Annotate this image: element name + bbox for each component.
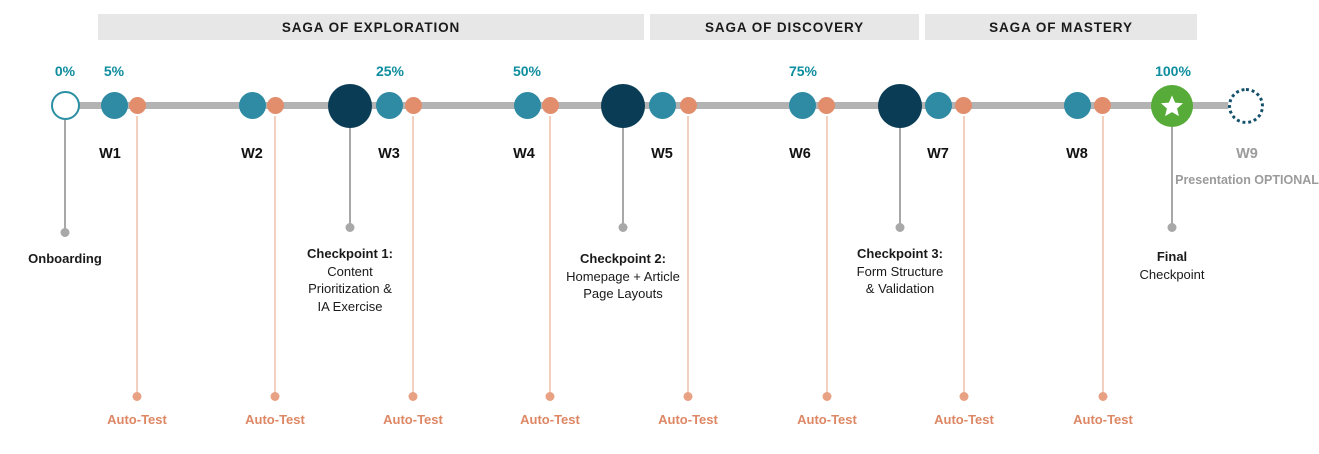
auto-test-dropline-dot bbox=[1098, 392, 1108, 401]
node-week-marker[interactable] bbox=[924, 92, 952, 119]
node-week-marker[interactable] bbox=[648, 92, 676, 119]
checkpoint-caption-body: Checkpoint bbox=[1139, 266, 1205, 282]
node-checkpoint-marker[interactable] bbox=[878, 83, 922, 128]
week-label-w9: W9 bbox=[1236, 146, 1258, 162]
auto-test-dropline bbox=[136, 116, 138, 394]
percent-label-0: 0% bbox=[54, 63, 76, 79]
auto-test-label: Auto-Test bbox=[107, 412, 167, 427]
star-icon bbox=[1160, 94, 1184, 116]
checkpoint-caption-title: Checkpoint 1: bbox=[307, 246, 393, 261]
checkpoint-caption: Onboarding bbox=[0, 250, 140, 268]
auto-test-label: Auto-Test bbox=[245, 412, 305, 427]
saga-bar-label: SAGA OF EXPLORATION bbox=[281, 19, 461, 35]
node-week-marker[interactable] bbox=[788, 92, 816, 119]
node-week-marker[interactable] bbox=[513, 92, 541, 119]
auto-test-label: Auto-Test bbox=[520, 412, 580, 427]
node-week-marker[interactable] bbox=[238, 92, 266, 119]
node-auto-test-marker[interactable] bbox=[1093, 97, 1111, 114]
auto-test-dropline bbox=[687, 116, 689, 394]
week-label-w7: W7 bbox=[927, 146, 949, 162]
week-label-w8: W8 bbox=[1066, 146, 1088, 162]
auto-test-dropline bbox=[1102, 116, 1104, 394]
node-final-marker[interactable] bbox=[1151, 84, 1193, 127]
checkpoint-dropline bbox=[64, 120, 66, 232]
node-week-marker[interactable] bbox=[375, 92, 403, 119]
auto-test-label: Auto-Test bbox=[797, 412, 857, 427]
checkpoint-caption: Checkpoint 2: Homepage + Article Page Lay… bbox=[548, 250, 698, 303]
checkpoint-caption-body: Content Prioritization & IA Exercise bbox=[308, 263, 392, 314]
node-checkpoint-marker[interactable] bbox=[601, 83, 645, 128]
checkpoint-caption-body: Homepage + Article Page Layouts bbox=[566, 268, 680, 302]
auto-test-dropline-dot bbox=[545, 392, 555, 401]
checkpoint-caption-title: Onboarding bbox=[28, 251, 102, 266]
week-label-w3: W3 bbox=[378, 146, 400, 162]
node-week-marker[interactable] bbox=[1063, 92, 1091, 119]
auto-test-dropline-dot bbox=[683, 392, 693, 401]
auto-test-label: Auto-Test bbox=[1073, 412, 1133, 427]
checkpoint-caption-title: Checkpoint 3: bbox=[857, 246, 943, 261]
auto-test-dropline-dot bbox=[959, 392, 969, 401]
week-label-w6: W6 bbox=[789, 146, 811, 162]
saga-bar-3: SAGA OF MASTERY bbox=[925, 14, 1197, 40]
auto-test-dropline-dot bbox=[270, 392, 280, 401]
node-auto-test-marker[interactable] bbox=[817, 97, 835, 114]
checkpoint-dropline-dot bbox=[1167, 223, 1177, 232]
checkpoint-dropline-dot bbox=[60, 228, 70, 237]
auto-test-dropline-dot bbox=[132, 392, 142, 401]
percent-label-5: 5% bbox=[103, 63, 125, 79]
checkpoint-dropline-dot bbox=[618, 223, 628, 232]
auto-test-dropline bbox=[274, 116, 276, 394]
saga-bar-label: SAGA OF MASTERY bbox=[989, 19, 1133, 35]
node-checkpoint-marker[interactable] bbox=[328, 83, 372, 128]
auto-test-dropline-dot bbox=[822, 392, 832, 401]
node-week-marker[interactable] bbox=[100, 92, 128, 119]
saga-bar-1: SAGA OF EXPLORATION bbox=[98, 14, 644, 40]
node-auto-test-marker[interactable] bbox=[541, 97, 559, 114]
percent-label-25: 25% bbox=[375, 63, 405, 79]
node-auto-test-marker[interactable] bbox=[128, 97, 146, 114]
auto-test-dropline bbox=[826, 116, 828, 394]
checkpoint-dropline bbox=[622, 127, 624, 227]
node-start-marker[interactable] bbox=[50, 91, 80, 120]
checkpoint-caption-title: Final bbox=[1156, 249, 1188, 264]
week-label-w4: W4 bbox=[513, 146, 535, 162]
checkpoint-dropline bbox=[349, 127, 351, 227]
checkpoint-caption: Checkpoint 3: Form Structure & Validation bbox=[825, 245, 975, 298]
week-label-w1: W1 bbox=[99, 146, 121, 162]
auto-test-label: Auto-Test bbox=[383, 412, 443, 427]
percent-label-100: 100% bbox=[1155, 63, 1191, 79]
checkpoint-dropline bbox=[1171, 127, 1173, 227]
auto-test-dropline bbox=[412, 116, 414, 394]
checkpoint-caption-body: Form Structure & Validation bbox=[856, 263, 944, 297]
percent-label-75: 75% bbox=[788, 63, 818, 79]
auto-test-label: Auto-Test bbox=[658, 412, 718, 427]
percent-label-50: 50% bbox=[512, 63, 542, 79]
node-auto-test-marker[interactable] bbox=[404, 97, 422, 114]
node-auto-test-marker[interactable] bbox=[954, 97, 972, 114]
week-sublabel-w9: Presentation OPTIONAL bbox=[1175, 173, 1319, 187]
node-auto-test-marker[interactable] bbox=[679, 97, 697, 114]
auto-test-dropline bbox=[963, 116, 965, 394]
checkpoint-dropline-dot bbox=[895, 223, 905, 232]
saga-bar-label: SAGA OF DISCOVERY bbox=[704, 19, 865, 35]
saga-bar-2: SAGA OF DISCOVERY bbox=[650, 14, 919, 40]
checkpoint-caption-title: Checkpoint 2: bbox=[580, 251, 666, 266]
week-label-w5: W5 bbox=[651, 146, 673, 162]
auto-test-dropline bbox=[549, 116, 551, 394]
auto-test-dropline-dot bbox=[408, 392, 418, 401]
node-optional-marker[interactable] bbox=[1228, 87, 1264, 124]
checkpoint-dropline bbox=[899, 127, 901, 227]
node-auto-test-marker[interactable] bbox=[266, 97, 284, 114]
auto-test-label: Auto-Test bbox=[934, 412, 994, 427]
checkpoint-dropline-dot bbox=[345, 223, 355, 232]
checkpoint-caption: Checkpoint 1: Content Prioritization & IA… bbox=[275, 245, 425, 315]
week-label-w2: W2 bbox=[241, 146, 263, 162]
